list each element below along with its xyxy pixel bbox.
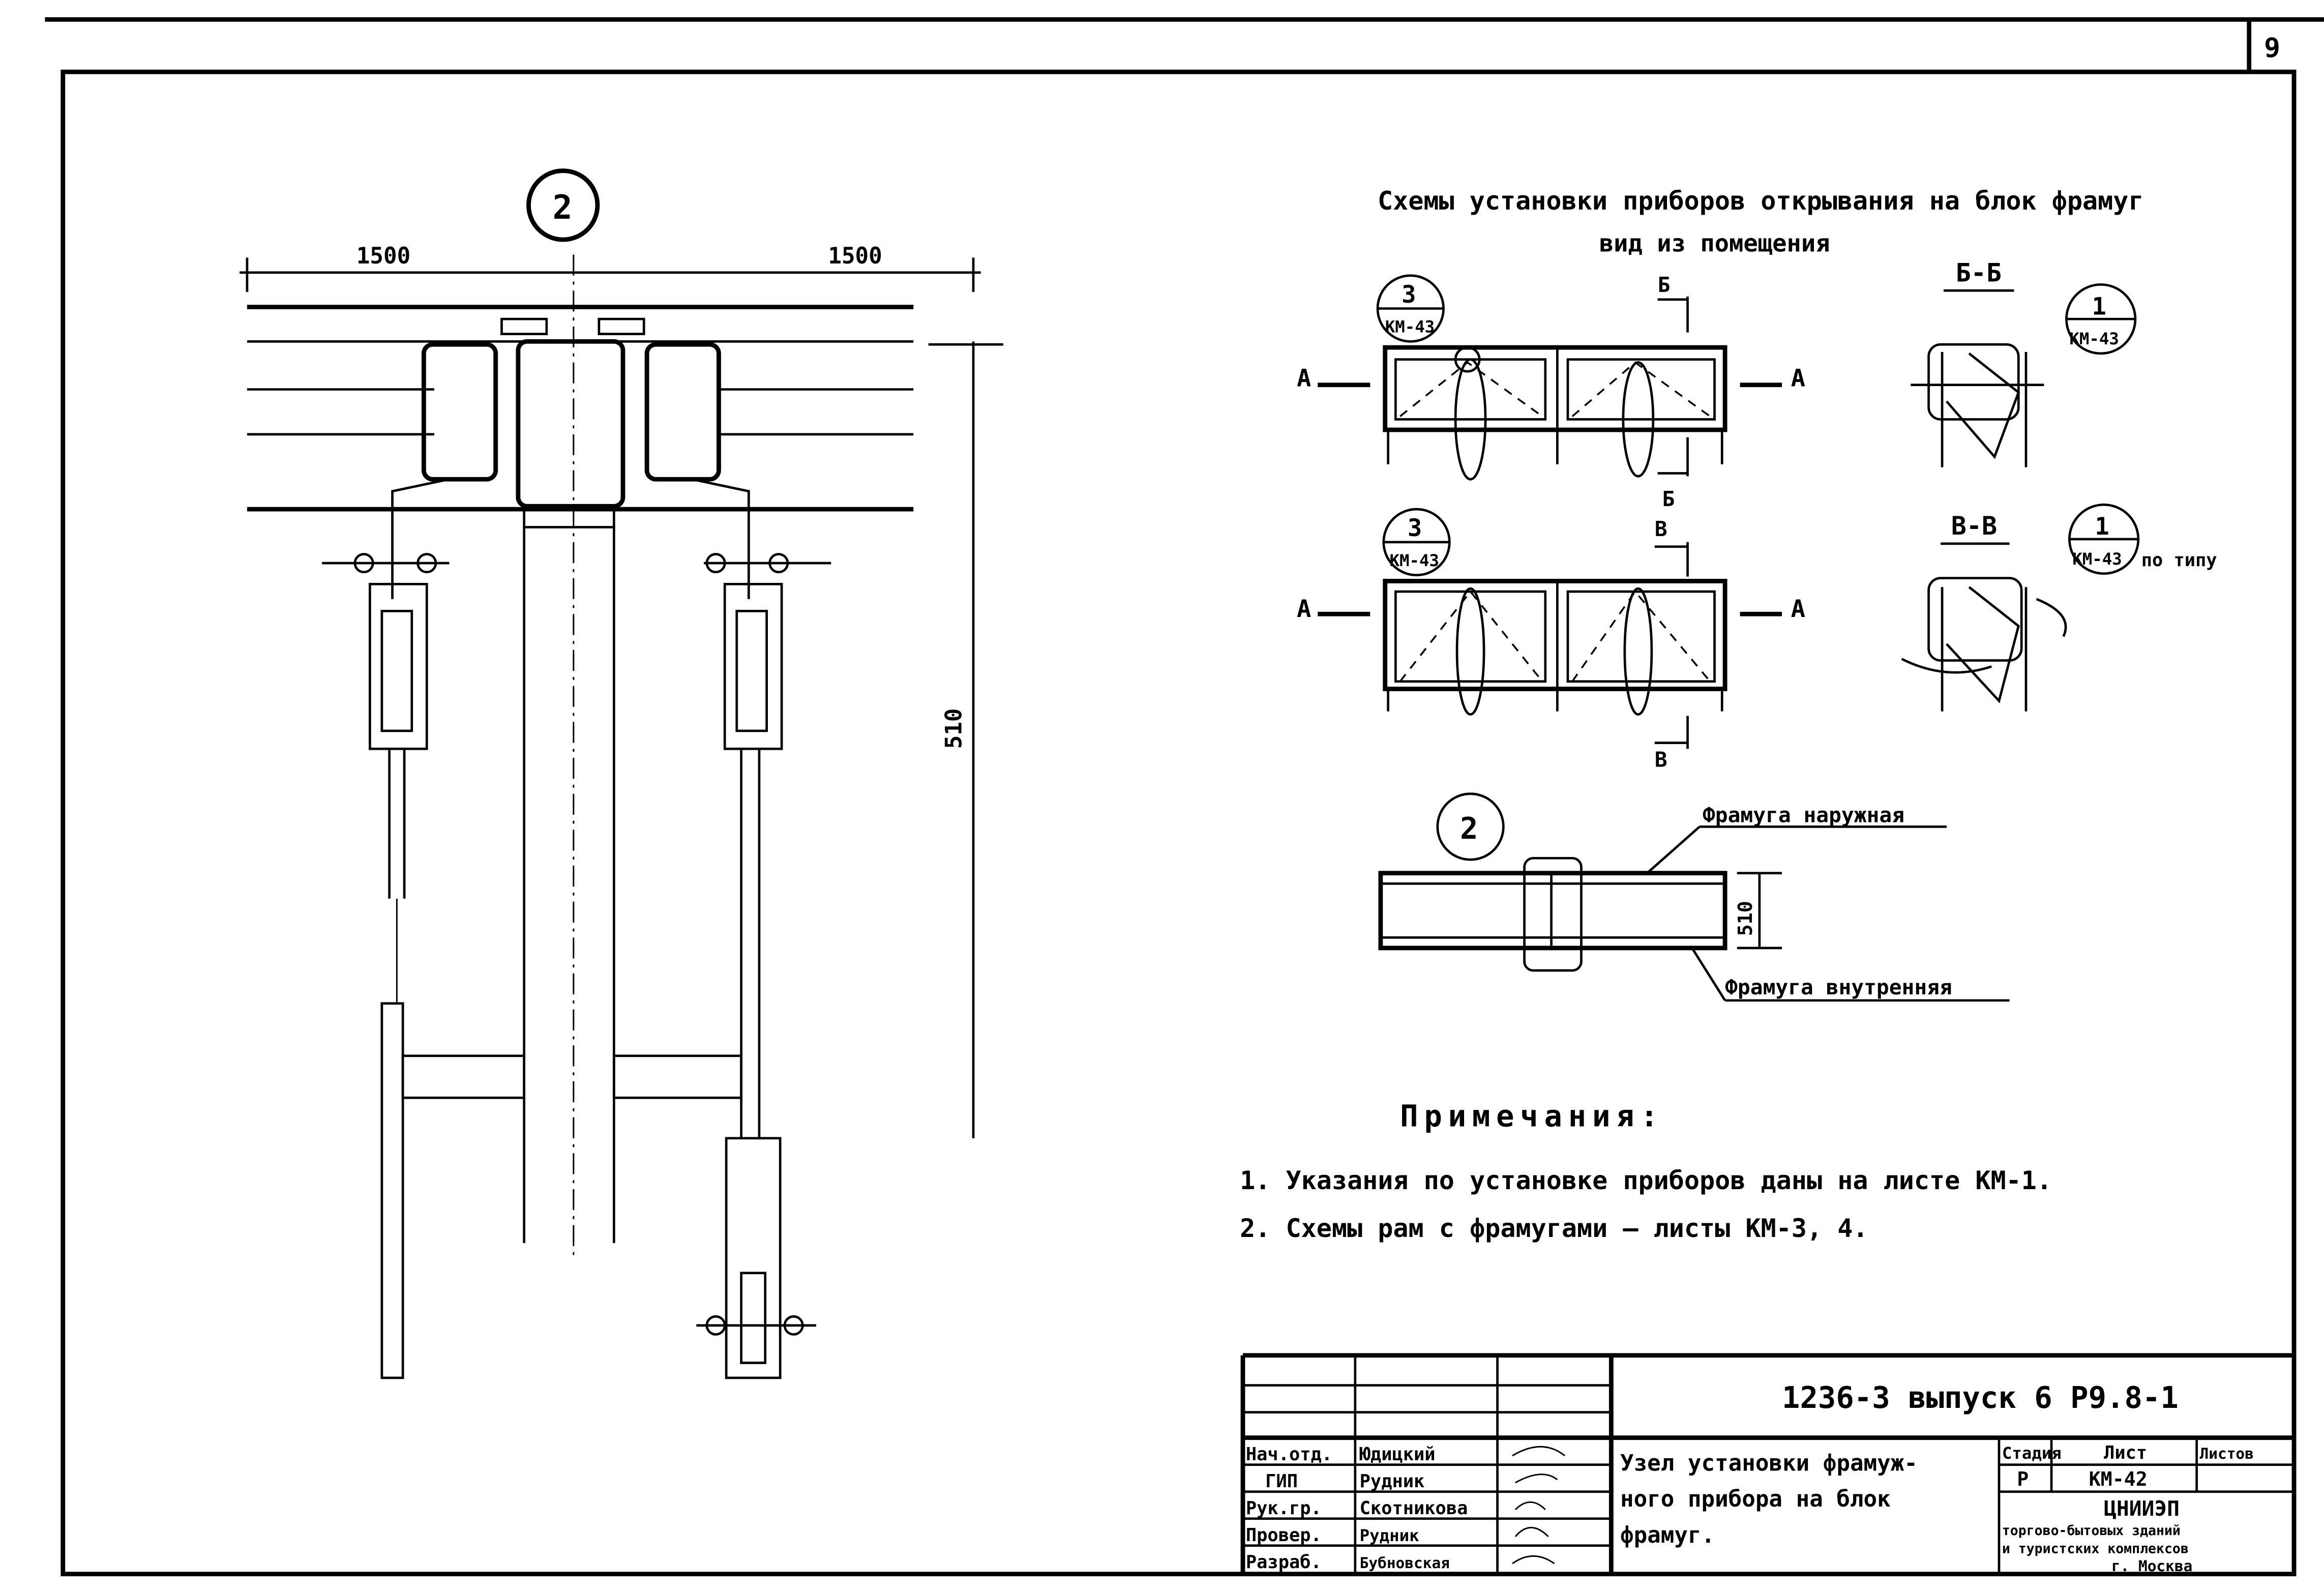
main-detail-node: 2 1500 1500 510 [240, 168, 1003, 1379]
role: Нач.отд. [1246, 1444, 1332, 1465]
notes-heading: Примечания: [1400, 1098, 1664, 1133]
callout-3b-sheet: КМ-43 [1390, 551, 1439, 570]
section-b-bottom: Б [1662, 487, 1675, 511]
title-block: 1236-3 выпуск 6 Р9.8-1 Нач.отд. Юдицкий … [1240, 1353, 2295, 1575]
role: Провер. [1246, 1525, 1322, 1546]
sheet-label: Лист [2104, 1442, 2147, 1463]
name: Рудник [1360, 1526, 1419, 1545]
note-2: 2. Схемы рам с фрамугами — листы КМ-3, 4… [1240, 1214, 1868, 1243]
drawing-title-1: Узел установки фрамуж- [1620, 1450, 1918, 1476]
elevation-b: А А Б Б 3 КМ-43 [1297, 273, 1805, 511]
section-b-top: Б [1658, 273, 1671, 297]
section-vv-title: В-В [1951, 511, 1997, 541]
callout-1b-sheet: КМ-43 [2072, 549, 2122, 569]
schemes-subtitle: вид из помещения [1599, 230, 1830, 258]
name: Бубновская [1360, 1554, 1450, 1572]
sheet-value: КМ-42 [2089, 1468, 2148, 1491]
section-v-bottom: В [1655, 748, 1667, 772]
elevation-v: А А В В 3 КМ-43 [1297, 508, 1805, 772]
role: Разраб. [1246, 1552, 1322, 1573]
role: Рук.гр. [1246, 1498, 1322, 1519]
sheet-number: 9 [2264, 33, 2280, 64]
section-a-right: А [1791, 365, 1805, 393]
callout-3: 3 [1402, 281, 1416, 309]
document-code: 1236-3 выпуск 6 Р9.8-1 [1782, 1380, 2179, 1415]
detail-marker: 2 [553, 189, 573, 227]
org-name: ЦНИИЭП [2104, 1496, 2180, 1521]
section-bb-title: Б-Б [1956, 258, 2002, 288]
callout-1-sheet: КМ-43 [2069, 329, 2119, 348]
plan-dimension: 510 [1734, 901, 1757, 936]
callout-1b: 1 [2095, 513, 2109, 541]
section-a2-right: А [1791, 595, 1805, 623]
outer-transom-label: Фрамуга наружная [1703, 803, 1904, 828]
dimension-left: 1500 [356, 243, 410, 269]
note-1: 1. Указания по установке приборов даны н… [1240, 1166, 2052, 1195]
section-a2-left: А [1297, 595, 1311, 623]
section-a-left: А [1297, 365, 1311, 393]
stage-label: Стадия [2002, 1443, 2062, 1463]
drawing-title-3: фрамуг. [1620, 1522, 1715, 1548]
callout-3b: 3 [1408, 514, 1422, 542]
org-line-2: торгово-бытовых зданий [2002, 1523, 2181, 1539]
name: Юдицкий [1360, 1444, 1436, 1465]
role: ГИП [1265, 1471, 1298, 1492]
po-tipu-label: по типу [2141, 550, 2217, 571]
notes: Примечания: 1. Указания по установке при… [1240, 1098, 2052, 1243]
plan-marker: 2 [1460, 811, 1478, 846]
inner-transom-label: Фрамуга внутренняя [1725, 975, 1952, 999]
name: Рудник [1360, 1471, 1425, 1492]
org-line-3: и туристских комплексов [2002, 1541, 2189, 1556]
name: Скотникова [1360, 1498, 1468, 1519]
signatures-table: Нач.отд. Юдицкий ГИП Рудник Рук.гр. Скот… [1246, 1444, 1565, 1573]
dimension-right: 1500 [828, 243, 882, 269]
callout-1: 1 [2092, 292, 2106, 320]
schemes-title: Схемы установки приборов открывания на б… [1378, 186, 2144, 216]
section-vv: В-В 1 КМ-43 по типу [1901, 503, 2217, 712]
sheet-frame: 9 [45, 17, 2324, 1577]
drawing-title-2: ного прибора на блок [1620, 1486, 1891, 1512]
org-city: г. Москва [2111, 1557, 2193, 1575]
plan-view: 2 510 Фрамуга наружная Фрамуга внутрення… [1378, 792, 2010, 1002]
installation-schemes: Схемы установки приборов открывания на б… [1297, 186, 2217, 1002]
callout-3-sheet: КМ-43 [1385, 317, 1435, 337]
section-v-top: В [1655, 517, 1667, 541]
dimension-height: 510 [941, 708, 967, 749]
stage-value: Р [2017, 1468, 2029, 1491]
section-bb: Б-Б 1 КМ-43 [1911, 258, 2137, 467]
sheets-label: Листов [2200, 1445, 2254, 1462]
